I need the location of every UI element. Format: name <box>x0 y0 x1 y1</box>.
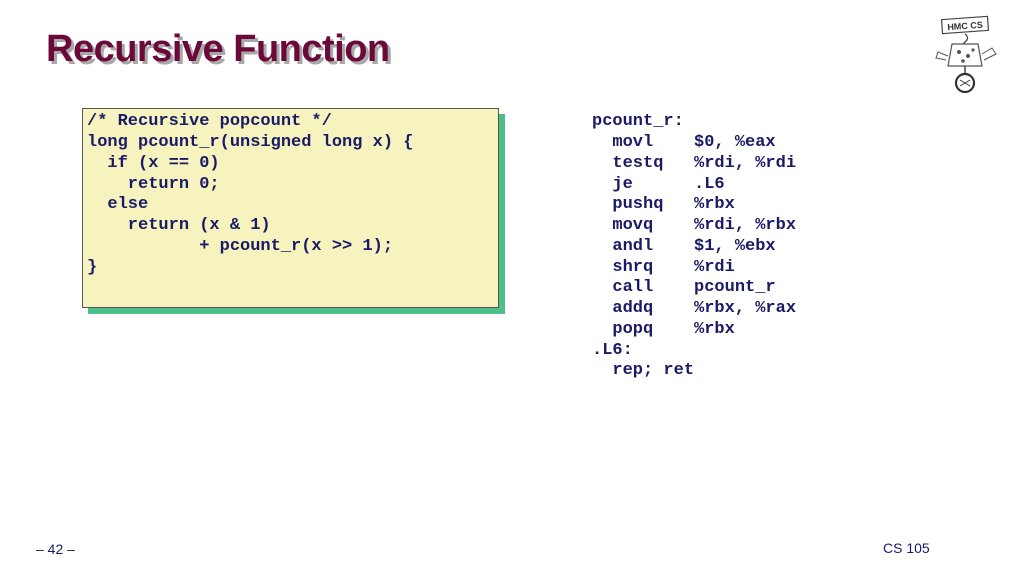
c-code-line: + pcount_r(x >> 1); <box>87 237 394 256</box>
c-code-box <box>82 108 499 308</box>
asm-code-line: movq %rdi, %rbx <box>592 216 797 235</box>
asm-code-line: call pcount_r <box>592 278 776 297</box>
c-code-line: } <box>87 258 98 277</box>
c-code-line: return 0; <box>87 175 220 194</box>
asm-code-line: movl $0, %eax <box>592 133 776 152</box>
asm-code-line: pushq %rbx <box>592 195 735 214</box>
asm-code-line: testq %rdi, %rdi <box>592 154 797 173</box>
c-code-line: if (x == 0) <box>87 154 220 173</box>
asm-code-line: popq %rbx <box>592 320 735 339</box>
c-code-line: return (x & 1) <box>87 216 271 235</box>
page-number: – 42 – <box>36 541 75 557</box>
c-code-line: /* Recursive popcount */ <box>87 112 332 131</box>
asm-code-line: pcount_r: <box>592 112 684 131</box>
asm-code-line: rep; ret <box>592 361 695 380</box>
c-code-line: else <box>87 195 149 214</box>
asm-code-line: je .L6 <box>592 175 725 194</box>
asm-code-line: andl $1, %ebx <box>592 237 776 256</box>
course-label: CS 105 <box>883 540 930 556</box>
logo-lettering: HMC CS <box>947 20 983 32</box>
asm-code-line: .L6: <box>592 341 633 360</box>
slide-title: Recursive Function <box>46 28 390 70</box>
c-code-line: long pcount_r(unsigned long x) { <box>87 133 414 152</box>
asm-code-line: addq %rbx, %rax <box>592 299 797 318</box>
asm-code-line: shrq %rdi <box>592 258 735 277</box>
hmc-cs-logo-icon: HMC CS <box>935 15 997 94</box>
